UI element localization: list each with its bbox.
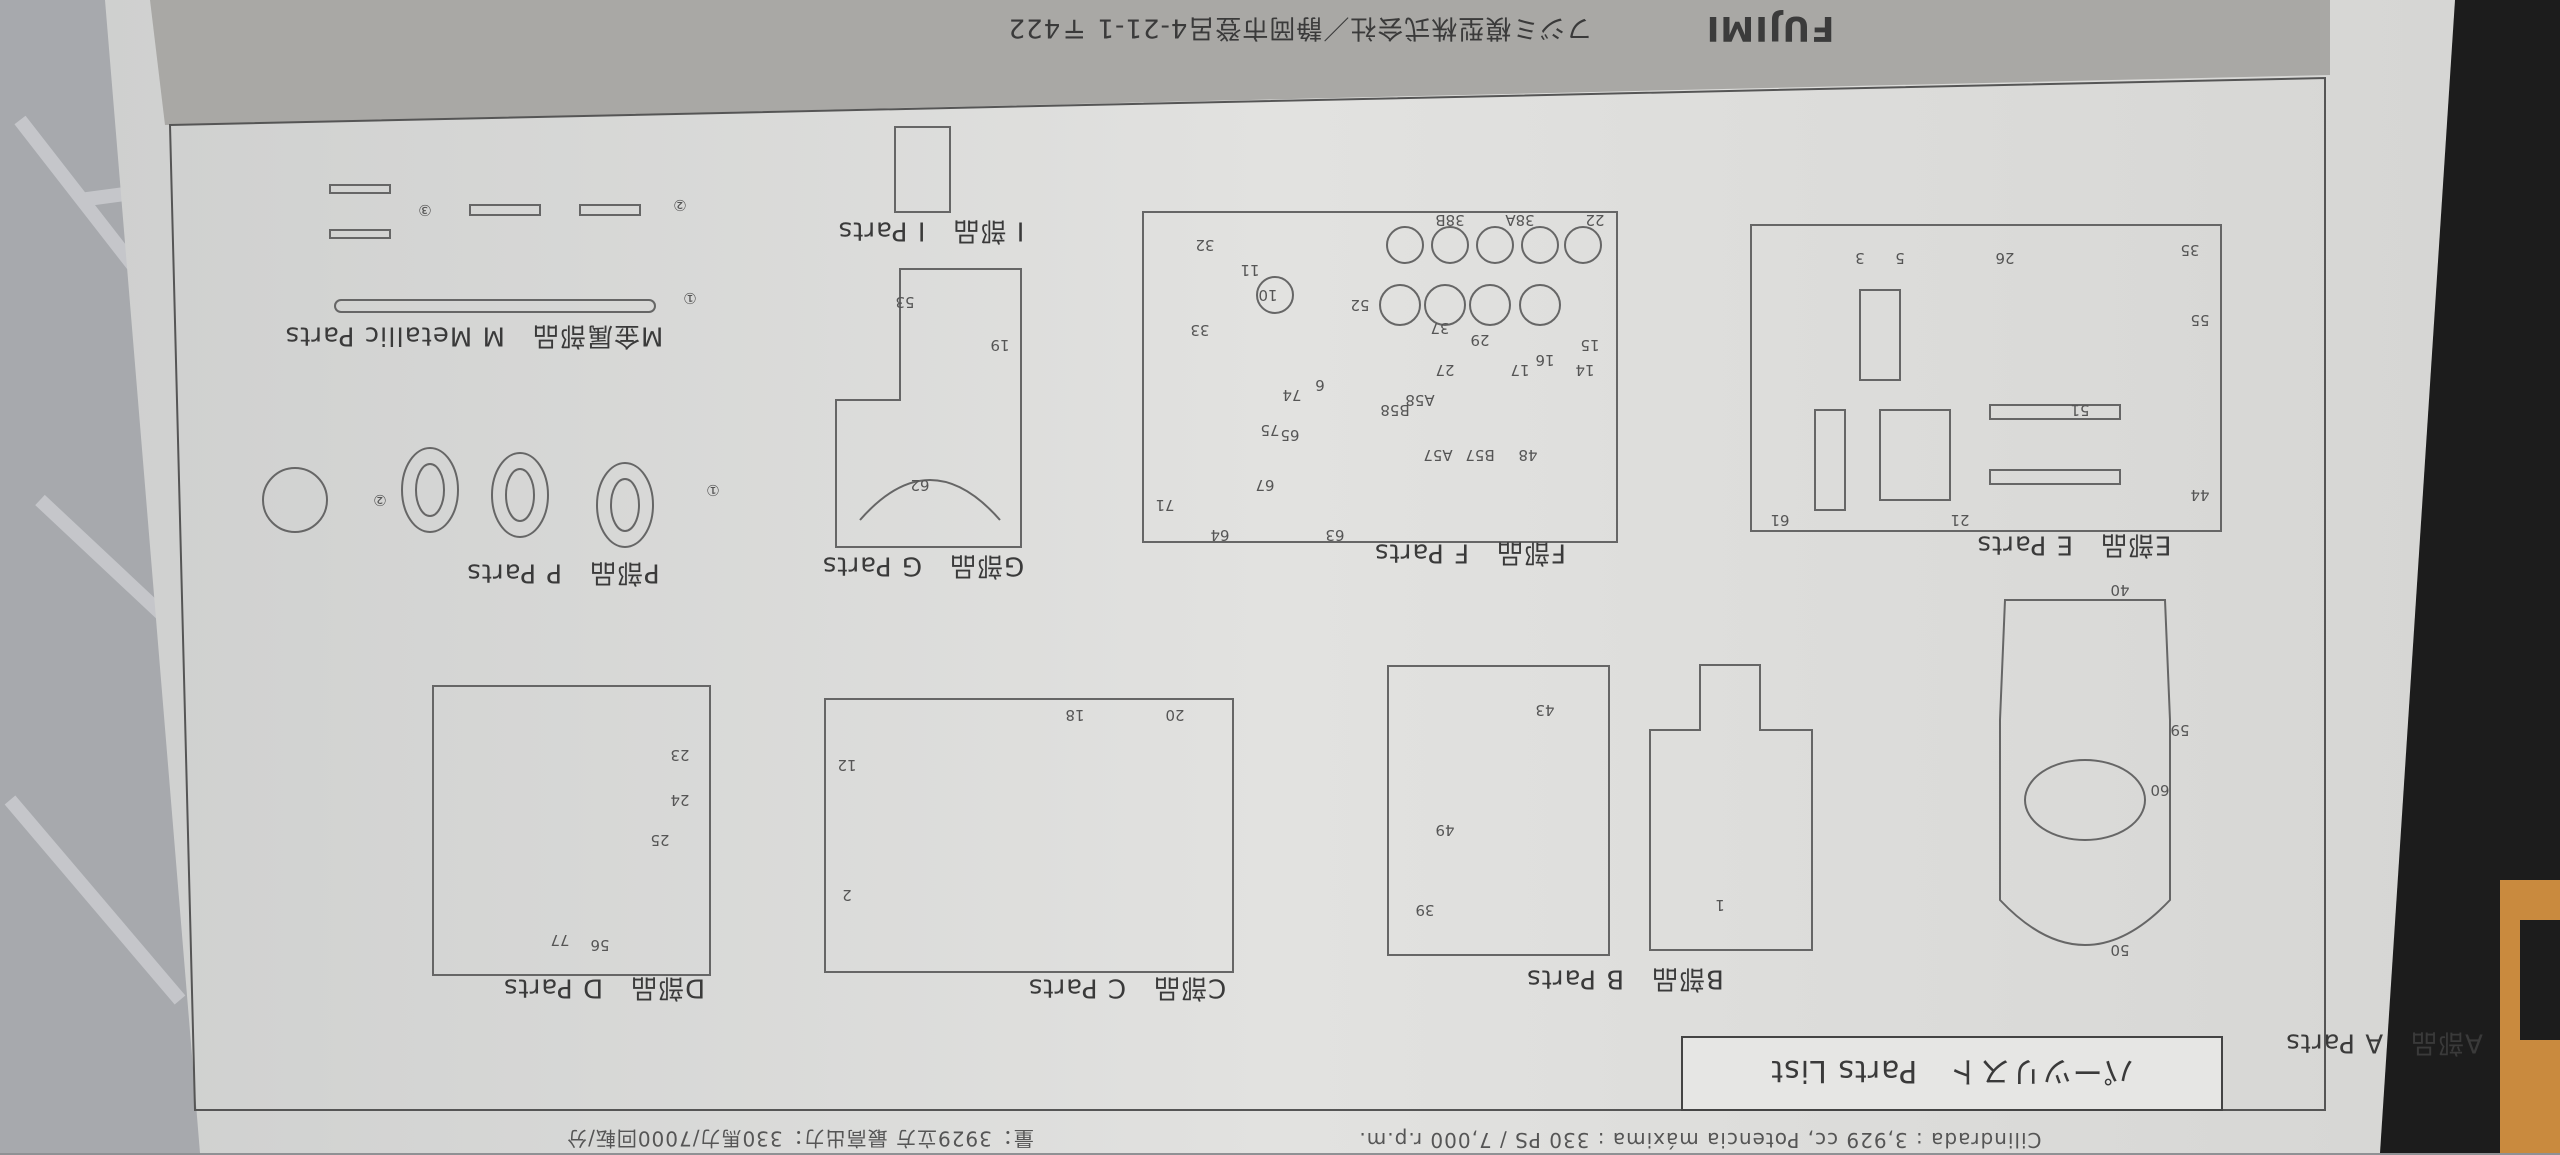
header-logo: FUJIMI — [1705, 8, 1835, 48]
part-number-b: 49 — [1435, 821, 1455, 839]
part-number-b: 1 — [1715, 896, 1725, 914]
header-company: フジミ模型株式会社／静岡市登呂4-21-1 〒422 — [1007, 12, 1593, 43]
part-number-d: 24 — [670, 791, 690, 809]
section-label-i: I 部品 I Parts — [837, 215, 1025, 246]
c-parts-frame — [824, 698, 1234, 973]
part-number-f: 6 — [1315, 376, 1325, 394]
section-label-m: M金属部品 M Metallic Parts — [284, 320, 664, 351]
f-parts-frame — [1142, 211, 1618, 543]
section-label-g: G部品 G Parts — [821, 550, 1025, 581]
part-number-f: B58 — [1380, 401, 1410, 419]
part-number-g: 19 — [990, 336, 1010, 354]
part-number-c: 2 — [842, 886, 852, 904]
part-number-e: 44 — [2190, 486, 2210, 504]
part-number-f: 38B — [1435, 211, 1465, 229]
part-number-c: 20 — [1165, 706, 1185, 724]
part-number-f: 65 — [1280, 426, 1300, 444]
part-number-p: ① — [706, 481, 720, 499]
part-number-f: 15 — [1580, 336, 1600, 354]
g-parts-dash — [859, 479, 1001, 521]
part-number-f: 71 — [1155, 496, 1175, 514]
e-parts-shapes — [1814, 289, 2121, 511]
part-number-f: 64 — [1210, 526, 1230, 544]
part-number-b: 39 — [1415, 901, 1435, 919]
part-number-a: 50 — [2110, 941, 2130, 959]
part-number-f: 33 — [1190, 321, 1210, 339]
part-number-f: A57 — [1423, 446, 1453, 464]
title-box — [1681, 1036, 2223, 1111]
section-label-f: F部品 F Parts — [1373, 537, 1567, 568]
part-number-f: 63 — [1325, 526, 1345, 544]
part-number-m: ① — [683, 289, 697, 307]
paper-sheet — [105, 0, 2455, 1153]
part-number-d: 77 — [550, 931, 570, 949]
part-number-f: 32 — [1195, 236, 1215, 254]
a-car-body — [1999, 599, 2171, 946]
b-parts-frame — [1387, 665, 1610, 956]
part-number-e: 51 — [2070, 401, 2090, 419]
part-number-f: 16 — [1535, 351, 1555, 369]
section-label-c: C部品 C Parts — [1027, 972, 1227, 1003]
part-number-e: 3 — [1855, 249, 1865, 267]
section-label-p: P部品 P Parts — [466, 557, 660, 588]
part-number-f: 67 — [1255, 476, 1275, 494]
part-number-m: ② — [673, 196, 687, 214]
spec-japanese: 量：3929立方 最高出力：330馬力/7000回転/分 — [566, 1126, 1034, 1151]
part-number-f: 10 — [1258, 286, 1278, 304]
section-label-b: B部品 B Parts — [1526, 963, 1724, 994]
e-parts-frame — [1750, 224, 2222, 532]
part-number-f: 38A — [1505, 211, 1535, 229]
part-number-e: 21 — [1950, 511, 1970, 529]
part-number-f: B57 — [1465, 446, 1495, 464]
part-number-e: 35 — [2180, 241, 2200, 259]
part-number-e: 5 — [1895, 249, 1905, 267]
part-number-d: 56 — [590, 936, 610, 954]
section-label-a: A部品 A Parts — [2285, 1027, 2483, 1058]
part-number-f: 27 — [1435, 361, 1455, 379]
part-number-f: 74 — [1282, 386, 1302, 404]
plastic-bag-folds — [4, 115, 231, 1005]
m-metal-rods — [329, 184, 656, 313]
part-number-f: A58 — [1405, 391, 1435, 409]
part-number-f: 75 — [1260, 421, 1280, 439]
part-number-e: 26 — [1995, 249, 2015, 267]
section-label-d: D部品 D Parts — [502, 972, 706, 1003]
part-number-e: 55 — [2190, 311, 2210, 329]
part-number-d: 25 — [650, 831, 670, 849]
d-parts-frame — [432, 685, 711, 976]
i-parts-frame — [894, 126, 951, 213]
part-number-f: 37 — [1430, 319, 1450, 337]
part-number-f: 17 — [1510, 361, 1530, 379]
part-number-f: 22 — [1585, 211, 1605, 229]
part-number-a: 40 — [2110, 581, 2130, 599]
section-label-e: E部品 E Parts — [1976, 529, 2172, 560]
part-number-a: 60 — [2150, 781, 2170, 799]
inner-border — [168, 76, 2326, 1111]
header-band — [150, 0, 2330, 125]
part-number-g: 62 — [910, 476, 930, 494]
part-number-f: 29 — [1470, 331, 1490, 349]
parts-list-title: パーツリスト Parts List — [1770, 1053, 2134, 1088]
part-number-g: 53 — [895, 293, 915, 311]
f-parts-wheels — [1256, 226, 1602, 326]
g-parts-frame — [835, 268, 1022, 548]
part-number-f: 52 — [1350, 296, 1370, 314]
b-chassis — [1649, 664, 1813, 951]
part-number-b: 43 — [1535, 701, 1555, 719]
part-number-m: ③ — [418, 201, 432, 219]
part-number-p: ② — [373, 491, 387, 509]
part-number-f: 48 — [1518, 446, 1538, 464]
part-number-e: 61 — [1770, 511, 1790, 529]
part-number-f: 14 — [1575, 361, 1595, 379]
p-tires — [262, 447, 654, 548]
part-number-a: 59 — [2170, 721, 2190, 739]
spec-spanish: Cilindrada : 3,929 cc, Potencia máxima :… — [1358, 1128, 2042, 1152]
part-number-c: 12 — [837, 756, 857, 774]
part-number-f: 11 — [1240, 261, 1260, 279]
part-number-c: 18 — [1065, 706, 1085, 724]
part-number-d: 23 — [670, 746, 690, 764]
